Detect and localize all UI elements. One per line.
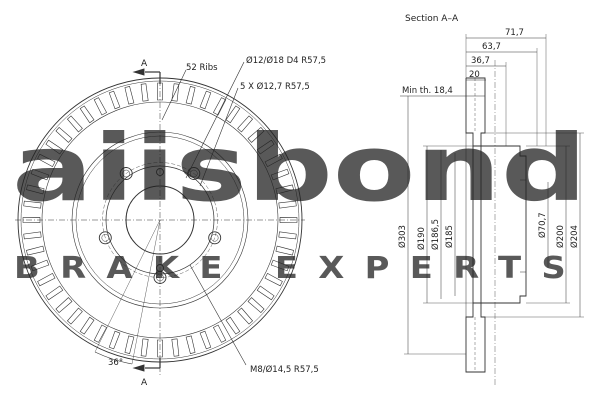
rib: [30, 259, 50, 272]
rib-ring: [22, 82, 298, 358]
rib: [279, 217, 298, 223]
rib: [171, 338, 180, 357]
rib: [225, 316, 241, 335]
watermark-brand: aiisbond: [12, 115, 587, 222]
rib: [256, 285, 275, 301]
hole-label-2: 5 X Ø12,7 R57,5: [240, 81, 310, 92]
rib: [45, 285, 64, 301]
rib: [93, 97, 108, 116]
section-mark-bottom: A: [141, 378, 148, 388]
rib: [108, 330, 121, 350]
bolt-hole: [98, 231, 112, 245]
rib: [247, 126, 265, 143]
rib: [212, 324, 227, 343]
rib: [212, 97, 227, 116]
section-title: Section A–A: [405, 14, 459, 24]
rib: [237, 307, 254, 325]
rib: [23, 200, 42, 209]
rib: [199, 330, 212, 350]
bolt-hole-inner: [210, 234, 219, 242]
rib: [66, 307, 83, 325]
dim-d185: Ø185: [444, 225, 455, 248]
rib: [185, 86, 196, 105]
rib: [79, 105, 95, 124]
section-view: [400, 34, 584, 385]
dim-71-7: 71,7: [505, 28, 524, 38]
front-view-labels: A A 52 Ribs Ø12/Ø18 D4 R57,5 5 X Ø12,7 R…: [108, 55, 326, 388]
hole-label-1: Ø12/Ø18 D4 R57,5: [246, 55, 326, 66]
ribs-label: 52 Ribs: [186, 63, 218, 73]
rib: [247, 297, 265, 314]
rib: [26, 184, 45, 195]
dim-d190: Ø190: [416, 227, 427, 250]
rib: [140, 338, 149, 357]
rib: [278, 200, 297, 209]
dim-d303: Ø303: [397, 225, 408, 248]
rib: [66, 115, 83, 133]
rib: [30, 168, 50, 181]
bolt-hole: [208, 231, 222, 245]
dim-63-7: 63,7: [482, 42, 501, 52]
bolt-hole-inner: [156, 273, 164, 282]
rib: [45, 139, 64, 155]
rib: [256, 139, 275, 155]
rib: [124, 86, 135, 105]
watermark: aiisbond BRAKE EXPERTS: [12, 115, 587, 286]
rib: [55, 126, 73, 143]
angle-label: 36°: [108, 358, 123, 368]
rib: [275, 184, 294, 195]
rib: [124, 335, 135, 354]
bolt-hole-inner: [101, 234, 110, 242]
pin-hole: [156, 168, 164, 176]
bolt-label: M8/Ø14,5 R57,5: [250, 364, 319, 375]
centre-bore: [125, 185, 195, 255]
rib: [157, 339, 163, 358]
bolt-holes: [98, 167, 222, 284]
rib: [264, 272, 283, 287]
bolt-hole: [187, 167, 201, 180]
rib: [270, 259, 290, 272]
front-view: [15, 61, 305, 375]
rib: [275, 245, 294, 256]
rib: [270, 168, 290, 181]
bolt-hole-inner: [190, 169, 198, 178]
rib: [278, 231, 297, 240]
rib: [264, 153, 283, 168]
section-view-labels: Section A–A 71,7 63,7 36,7 20 Min th. 18…: [397, 14, 580, 250]
dim-d200: Ø200: [555, 225, 566, 248]
dim-d186-5: Ø186,5: [430, 219, 441, 250]
watermark-tagline: BRAKE EXPERTS: [14, 251, 586, 286]
bolt-hole-inner: [122, 169, 130, 178]
rib: [55, 297, 73, 314]
min-thickness: Min th. 18,4: [402, 86, 453, 96]
dim-36-7: 36,7: [471, 56, 490, 66]
rib: [185, 335, 196, 354]
pin-hole: [156, 264, 164, 272]
rib: [157, 82, 163, 101]
section-mark-top: A: [141, 59, 148, 69]
rib: [23, 231, 42, 240]
dim-d204: Ø204: [569, 225, 580, 248]
rib: [22, 217, 41, 223]
rib: [26, 245, 45, 256]
rib: [237, 115, 254, 133]
rib: [108, 90, 121, 110]
dim-20: 20: [469, 70, 480, 80]
rib: [37, 272, 56, 287]
rib: [199, 90, 212, 110]
bolt-hole: [119, 167, 133, 180]
rib: [93, 324, 108, 343]
rib: [140, 83, 149, 102]
rib: [37, 153, 56, 168]
dim-d70-7: Ø70,7: [537, 212, 548, 238]
rib: [79, 316, 95, 335]
section-profile: [465, 77, 527, 373]
rib: [225, 105, 241, 124]
